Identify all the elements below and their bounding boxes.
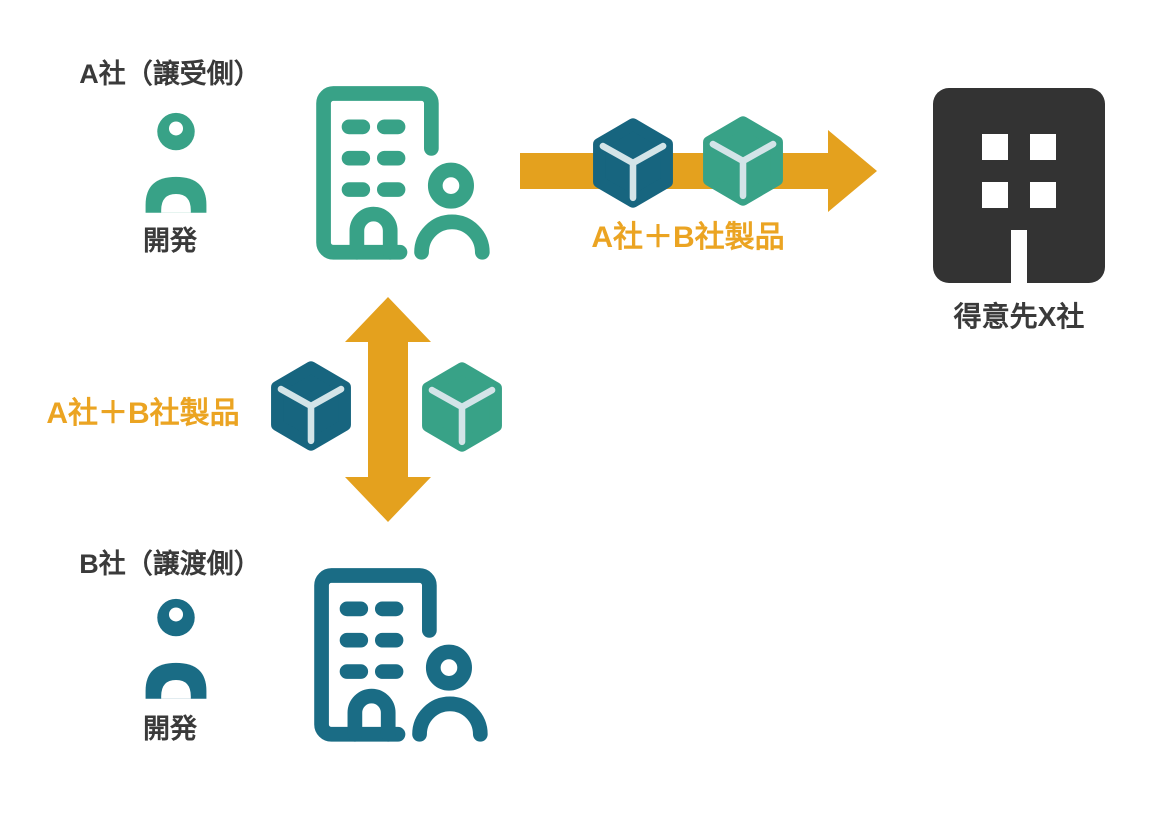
office-building-person-icon xyxy=(300,546,496,754)
company-b-title: B社（譲渡側） xyxy=(79,549,261,579)
flow-to-customer-label: A社＋B社製品 xyxy=(591,221,785,254)
customer-name-label: 得意先X社 xyxy=(953,301,1085,332)
product-cube-icon xyxy=(415,360,509,454)
office-building-person-icon xyxy=(302,64,498,272)
person-icon xyxy=(145,112,207,213)
person-icon xyxy=(145,598,207,699)
company-a-title: A社（譲受側） xyxy=(79,59,261,89)
product-cube-icon xyxy=(586,116,680,210)
product-cube-icon xyxy=(696,114,790,208)
company-b-role-label: 開発 xyxy=(143,714,197,744)
product-cube-icon xyxy=(264,359,358,453)
flow-between-companies-label: A社＋B社製品 xyxy=(46,397,240,430)
customer-building-icon xyxy=(933,88,1105,283)
company-a-role-label: 開発 xyxy=(143,226,197,256)
